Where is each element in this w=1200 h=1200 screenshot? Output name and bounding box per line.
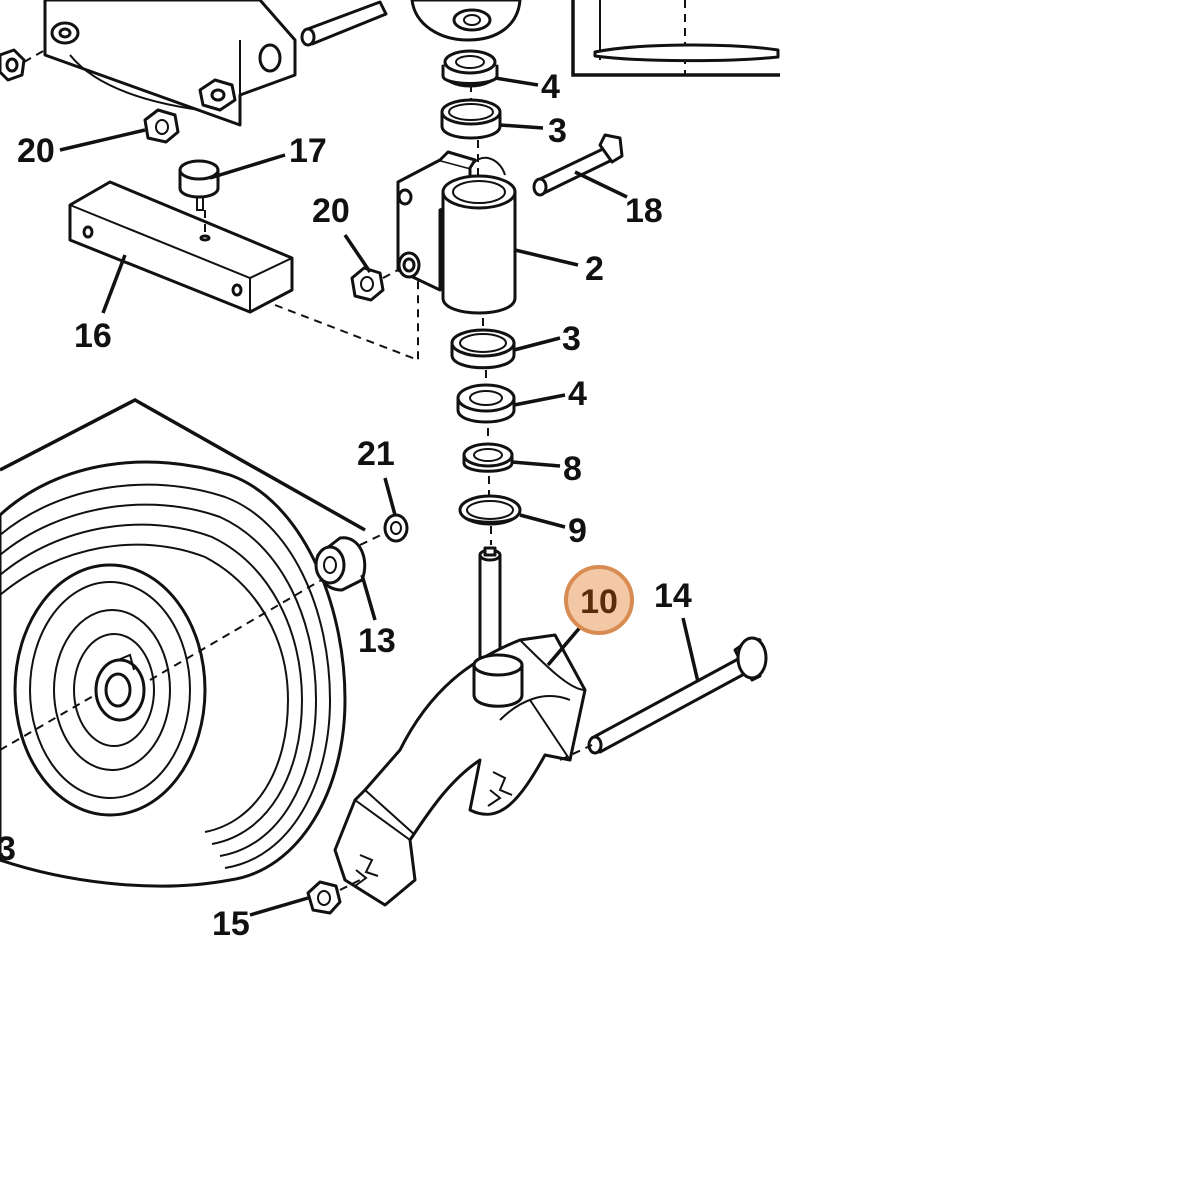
race-top [440, 98, 502, 140]
bolt-top [300, 0, 388, 47]
callout-16: 16 [74, 317, 112, 355]
spacer-21 [383, 513, 409, 543]
callout-20-left: 20 [17, 132, 55, 170]
callout-15: 15 [212, 905, 250, 943]
callout-10: 10 [580, 583, 618, 621]
race-mid [450, 328, 516, 370]
callout-17: 17 [289, 132, 327, 170]
support-bar [68, 180, 294, 314]
callout-9: 9 [568, 512, 587, 550]
callout-3-top: 3 [548, 112, 567, 150]
highlighted-callout-10[interactable]: 10 [564, 565, 634, 635]
callout-20-mid: 20 [312, 192, 350, 230]
nut-top-left [0, 48, 26, 82]
callout-13: 13 [358, 622, 396, 660]
callout-2: 2 [585, 250, 604, 288]
bumper-17 [178, 159, 220, 211]
wheel-bearing [314, 536, 367, 592]
bolt-18 [532, 133, 624, 197]
nut-20-mid [350, 266, 385, 302]
bearing-top [441, 49, 499, 88]
highlight-circle [564, 565, 634, 635]
frame-bracket [43, 0, 297, 127]
callout-21: 21 [357, 435, 395, 473]
washer-8 [462, 442, 514, 473]
callout-8: 8 [563, 450, 582, 488]
seal-9 [458, 494, 522, 526]
callout-3-edge: 3 [0, 830, 16, 868]
nut-15 [306, 880, 342, 915]
bearing-mid [456, 383, 516, 424]
top-housing [410, 0, 522, 42]
callout-4-top: 4 [541, 68, 560, 106]
inset-detail-box [571, 0, 780, 77]
callout-18: 18 [625, 192, 663, 230]
caster-fork [333, 546, 587, 907]
brand-logo-mark [354, 771, 513, 887]
callout-3-mid: 3 [562, 320, 581, 358]
axle-bolt [587, 636, 768, 755]
callout-4-mid: 4 [568, 375, 587, 413]
caster-wheel [0, 460, 347, 888]
pivot-housing [396, 150, 517, 315]
callout-14: 14 [654, 577, 692, 615]
nut-20-left [143, 108, 180, 144]
